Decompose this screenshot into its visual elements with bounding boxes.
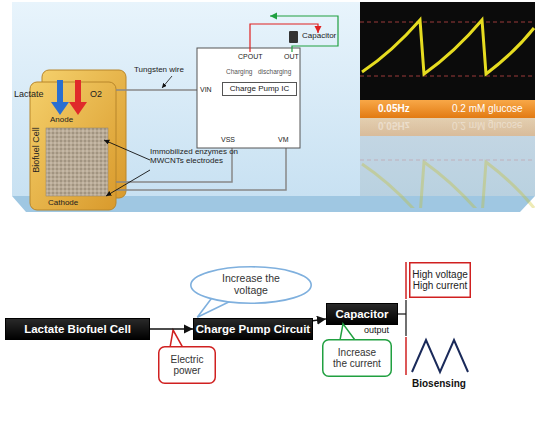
lactate-arrow-head — [51, 102, 69, 115]
text-label: output — [364, 326, 389, 336]
screen-reflection — [360, 136, 535, 196]
text-label: 0.05Hz — [378, 103, 410, 114]
text-label: VSS — [221, 136, 235, 144]
text-label: OUT — [284, 53, 299, 61]
band-reflection — [360, 118, 535, 136]
node-text: Charge Pump Circuit — [194, 323, 312, 336]
discharging-line — [270, 16, 338, 52]
grid-line — [360, 22, 535, 23]
node-text: Increase the current — [330, 347, 385, 369]
text-label: 0.2 mM glucose — [452, 103, 523, 114]
text-label: Immobilized enzymes on MWCNTs electrodes — [150, 148, 268, 166]
leader-line — [162, 76, 172, 88]
process-box: Capacitor — [326, 303, 398, 325]
lactate-arrow — [57, 80, 63, 102]
process-box: Lactate Biofuel Cell — [5, 318, 150, 340]
grid-line — [360, 76, 535, 77]
enzyme-electrode — [46, 128, 108, 196]
node-body: High voltage High current — [409, 262, 471, 298]
box-outline — [159, 347, 216, 384]
text-label: Anode — [50, 116, 73, 125]
text-label: 0.05Hz — [378, 120, 410, 131]
tungsten-wire — [116, 89, 198, 91]
flow-arrow — [150, 328, 193, 329]
vm-wire — [116, 148, 286, 190]
process-box: Charge Pump Circuit — [193, 318, 313, 340]
oscilloscope-screen — [360, 2, 535, 100]
capacitor-symbol — [289, 31, 298, 43]
node-text: Increase the voltage — [212, 273, 290, 297]
callout-box: Increase the current — [322, 339, 392, 377]
node-text: Charge Pump IC — [223, 85, 297, 94]
box-outline — [410, 263, 471, 298]
bubble-outline — [191, 267, 311, 303]
node-body: Lactate Biofuel Cell — [5, 318, 150, 340]
node-body: Charge Pump IC — [222, 82, 297, 96]
text-label: O2 — [90, 90, 102, 100]
top-panel — [12, 2, 535, 196]
oxygen-arrow — [75, 80, 81, 102]
node-body: Electric power — [158, 346, 216, 384]
sawtooth-trace — [362, 20, 534, 74]
oxygen-arrow-head — [69, 102, 87, 115]
node-body: Charge Pump Circuit — [193, 318, 313, 340]
triangle-wave — [412, 340, 468, 372]
info-band — [360, 100, 535, 118]
process-box: Charge Pump IC — [222, 82, 297, 96]
text-label: Cathode — [48, 199, 78, 208]
node-text: Electric power — [160, 354, 214, 376]
bracket — [405, 262, 407, 299]
node-body: Increase the voltage — [190, 266, 312, 304]
text-label: Capacitor — [302, 32, 336, 41]
node-body: Increase the current — [322, 339, 392, 377]
text-label: VM — [278, 136, 289, 144]
anode-plate — [30, 82, 116, 210]
text-label: 0.2 mM glucose — [452, 120, 523, 131]
leader-line — [104, 140, 150, 160]
node-body: Capacitor — [326, 303, 398, 325]
text-label: Biosensing — [412, 378, 466, 389]
box-outline — [194, 319, 313, 340]
text-label: Lactate — [14, 90, 44, 100]
node-text: High voltage High current — [410, 269, 470, 291]
text-label: Charging — [226, 68, 252, 75]
callout-box: Electric power — [158, 346, 216, 384]
charge-pump-board — [197, 48, 300, 148]
output-line — [398, 313, 406, 314]
leader-line — [106, 170, 150, 196]
text-label: Tungsten wire — [134, 66, 184, 75]
process-box: High voltage High current — [409, 262, 471, 298]
box-outline — [6, 319, 150, 340]
trace-reflection — [360, 160, 535, 208]
box-outline — [223, 83, 297, 96]
text-label: CPOUT — [238, 53, 263, 61]
text-label: discharging — [258, 68, 291, 75]
speech-bubble: Increase the voltage — [190, 266, 312, 304]
node-text: Lactate Biofuel Cell — [6, 323, 149, 336]
text-label: Biofuel Cell — [32, 127, 42, 173]
flow-arrow — [313, 319, 326, 321]
node-text: Capacitor — [327, 308, 397, 321]
box-outline — [323, 340, 392, 377]
output-line — [405, 300, 406, 336]
text-label: VIN — [200, 86, 212, 94]
box-outline — [327, 304, 398, 325]
bracket — [405, 337, 407, 375]
